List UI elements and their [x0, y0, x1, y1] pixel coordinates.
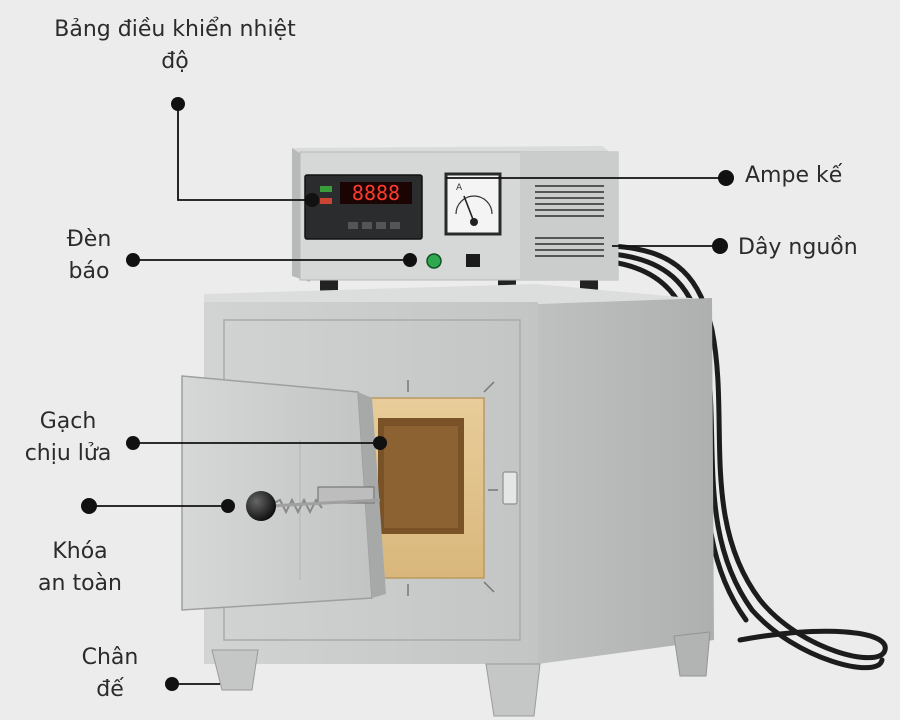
- label-base-leg-line1: Chân: [81, 645, 139, 670]
- label-safety-lock-line2: an toàn: [38, 571, 122, 596]
- svg-text:A: A: [456, 183, 463, 193]
- label-safety-lock-line1: Khóa: [52, 539, 108, 564]
- label-control-panel-line1: Bảng điều khiển nhiệt: [54, 17, 296, 42]
- label-markers: [81, 97, 734, 691]
- label-indicator-line1: Đèn: [66, 227, 112, 252]
- label-base-leg: Chân đế: [60, 642, 160, 706]
- furnace-door: [181, 375, 386, 611]
- control-box: 8888 A: [292, 146, 619, 294]
- indicator-light: [426, 253, 442, 269]
- temperature-readout: 8888: [352, 181, 400, 205]
- ammeter-dial-icon: A: [455, 183, 493, 226]
- locking-clamp: [267, 486, 381, 515]
- firebrick-chamber: [361, 380, 498, 596]
- power-switch-icon: [466, 254, 480, 267]
- label-firebrick-line1: Gạch: [39, 409, 97, 434]
- door-knob-icon: [246, 491, 276, 521]
- label-indicator: Đèn báo: [44, 224, 134, 288]
- label-ammeter: Ampe kế: [745, 163, 843, 188]
- label-control-panel: Bảng điều khiển nhiệt độ: [30, 14, 320, 78]
- label-base-leg-line2: đế: [96, 677, 124, 702]
- label-firebrick-line2: chịu lửa: [24, 441, 112, 466]
- label-control-panel-line2: độ: [161, 49, 189, 74]
- leader-lines: [89, 104, 726, 685]
- label-safety-lock: Khóa an toàn: [20, 536, 140, 600]
- label-indicator-line2: báo: [68, 259, 110, 284]
- label-power-cord: Dây nguồn: [738, 235, 858, 260]
- label-firebrick: Gạch chịu lửa: [8, 406, 128, 470]
